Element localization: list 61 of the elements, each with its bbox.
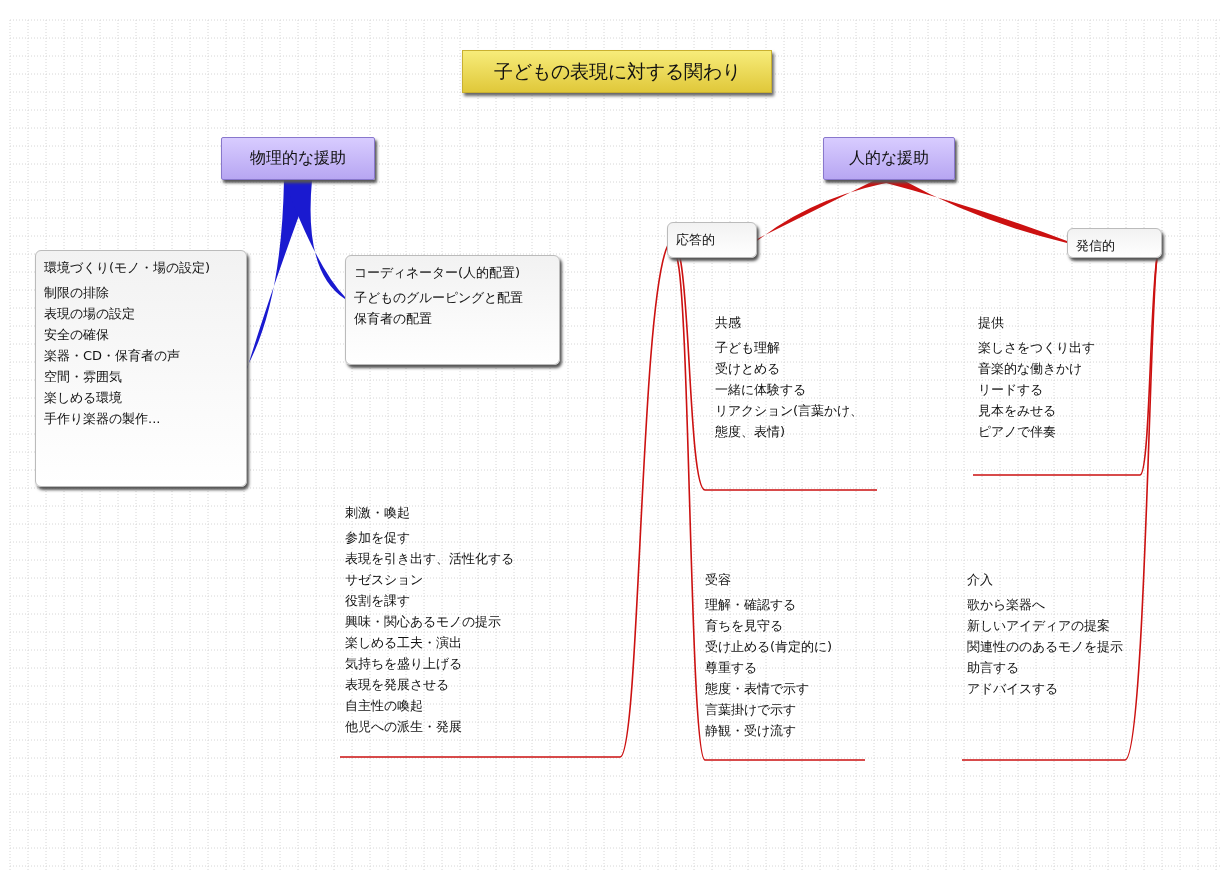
list-item: 参加を促す <box>344 529 411 547</box>
list-item: 保育者の配置 <box>354 310 433 328</box>
list-item: 興味・関心あるモノの提示 <box>344 613 502 631</box>
topic-box <box>35 250 247 487</box>
list-item: 他児への派生・発展 <box>344 718 463 736</box>
topic-box <box>345 255 560 365</box>
branch-line <box>961 257 1158 761</box>
topic-box <box>823 137 955 180</box>
list-item: 楽しめる環境 <box>44 389 123 407</box>
list-item: 助言する <box>966 659 1020 677</box>
list-item: 空間・雰囲気 <box>44 368 123 386</box>
title-banner: 子どもの表現に対する関わり <box>462 50 772 93</box>
list-item: 音楽的な働きかけ <box>977 360 1083 378</box>
list-item: 態度・表情で示す <box>704 680 810 698</box>
branch-line <box>676 257 866 761</box>
list-item: 表現の場の設定 <box>44 305 136 323</box>
list-item: 静観・受け流す <box>704 722 797 740</box>
topic-box <box>221 137 375 180</box>
topic-label: 物理的な援助 <box>250 148 346 169</box>
list-item: ピアノで伴奏 <box>977 423 1057 441</box>
list-item: 言葉掛けで示す <box>704 701 797 719</box>
list-item: 安全の確保 <box>44 326 110 344</box>
heading: 介入 <box>966 571 994 589</box>
list-item: 新しいアイディアの提案 <box>966 617 1111 635</box>
heading: 提供 <box>977 314 1005 332</box>
list-item: リアクション(言葉かけ、態度、表情) <box>714 402 865 441</box>
subtopic-box <box>1067 228 1162 258</box>
list-item: リードする <box>977 381 1044 399</box>
list-item: アドバイスする <box>966 680 1059 698</box>
list-item: 役割を課す <box>344 592 411 610</box>
list-item: 気持ちを盛り上げる <box>344 655 463 673</box>
topic-label: 人的な援助 <box>849 148 929 169</box>
list-item: 育ちを見守る <box>704 617 784 635</box>
list-item: 受け止める(肯定的に) <box>704 638 834 656</box>
list-item: 楽しさをつくり出す <box>977 339 1096 357</box>
heading: 受容 <box>704 571 732 589</box>
list-item: 理解・確認する <box>704 596 797 614</box>
list-item: 手作り楽器の製作... <box>44 410 162 428</box>
list-item: 制限の排除 <box>44 284 110 302</box>
topic-label: 応答的 <box>676 231 716 249</box>
list-item: 歌から楽器へ <box>966 596 1046 614</box>
list-item: 子どものグルーピングと配置 <box>354 289 524 307</box>
list-item: 楽器・CD・保育者の声 <box>44 347 182 365</box>
heading: 共感 <box>714 314 742 332</box>
heading: コーディネーター(人的配置) <box>354 264 522 282</box>
list-item: 一緒に体験する <box>714 381 807 399</box>
list-item: サゼスション <box>344 571 424 589</box>
topic-label: 発信的 <box>1076 237 1116 255</box>
list-item: 関連性ののあるモノを提示 <box>966 638 1124 656</box>
heading: 環境づくり(モノ・場の設定) <box>44 259 212 277</box>
list-item: 自主性の喚起 <box>344 697 424 715</box>
list-item: 受けとめる <box>714 360 781 378</box>
list-item: 尊重する <box>704 659 758 677</box>
list-item: 見本をみせる <box>977 402 1057 420</box>
list-item: 表現を発展させる <box>344 676 450 694</box>
list-item: 楽しめる工夫・演出 <box>344 634 463 652</box>
list-item: 子ども理解 <box>714 339 781 357</box>
list-item: 表現を引き出す、活性化する <box>344 550 515 568</box>
subtopic-box <box>667 222 757 258</box>
branch-line <box>679 257 878 491</box>
heading: 刺激・喚起 <box>344 504 411 522</box>
